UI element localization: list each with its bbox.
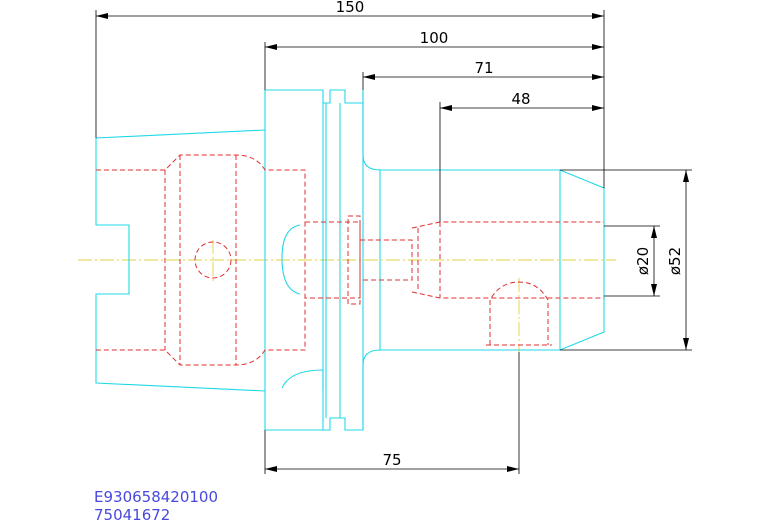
- arrow: [265, 466, 277, 472]
- keyway-top: [281, 224, 301, 295]
- arrow: [265, 44, 277, 50]
- cross-pin-hole: [194, 241, 232, 279]
- dim-100-label: 100: [420, 29, 449, 47]
- arrow: [683, 170, 689, 182]
- body-nose: [362, 90, 605, 430]
- dim-75-label: 75: [382, 451, 401, 469]
- arrow: [592, 44, 604, 50]
- dia-20-label: ø20: [634, 247, 652, 275]
- body-face-line: [379, 170, 561, 350]
- dimension-labels: 150 100 71 48 75 ø20 ø52: [336, 0, 684, 469]
- arrow: [651, 284, 657, 296]
- part-number-block: E930658420100 75041672: [94, 488, 218, 523]
- arrow: [440, 105, 452, 111]
- arrow: [683, 338, 689, 350]
- dia-52-label: ø52: [666, 247, 684, 275]
- centerlines: [78, 240, 616, 352]
- part-number-2: 75041672: [94, 506, 170, 523]
- dimension-lines: [95, 10, 692, 474]
- arrow: [592, 74, 604, 80]
- dim-71-label: 71: [474, 59, 493, 77]
- flange-bore: [305, 215, 361, 305]
- arrow: [96, 13, 108, 19]
- flange: [264, 89, 324, 431]
- arrow: [592, 105, 604, 111]
- arrow: [651, 226, 657, 238]
- keyway-bottom: [281, 369, 324, 389]
- collet-bore-step: [360, 239, 413, 281]
- tool-holder-outline: [95, 89, 605, 431]
- part-number-1: E930658420100: [94, 488, 218, 506]
- dim-48-label: 48: [511, 90, 530, 108]
- dim-150-label: 150: [336, 0, 365, 16]
- arrow: [592, 13, 604, 19]
- bore-inner-lines: [164, 155, 237, 365]
- arrow: [363, 74, 375, 80]
- arrow: [507, 466, 519, 472]
- taper-shank: [95, 129, 266, 392]
- set-screw-hole: [486, 281, 552, 346]
